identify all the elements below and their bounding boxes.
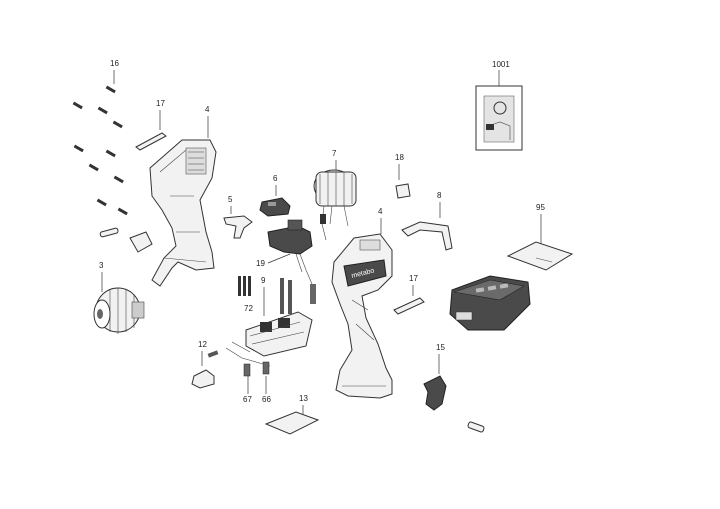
part-13-label: 13 (264, 394, 320, 435)
wire-bracket (225, 341, 271, 367)
callout-15: 15 (436, 343, 445, 352)
part-4-housing-left: 4 (149, 105, 217, 287)
part-19-switch: 19 (256, 219, 316, 304)
callout-3: 3 (99, 261, 104, 270)
part-16-screws: 16 (72, 59, 128, 216)
callout-16: 16 (110, 59, 119, 68)
callout-67: 67 (243, 395, 252, 404)
callout-66: 66 (262, 395, 271, 404)
part-95-cover: 95 (506, 203, 574, 271)
callout-9: 9 (261, 276, 266, 285)
part-72-contacts: 72 (238, 276, 253, 313)
callout-13: 13 (299, 394, 308, 403)
callout-18: 18 (395, 153, 404, 162)
pin-small (99, 227, 119, 238)
callout-4-left: 4 (205, 105, 210, 114)
part-6-slider: 6 (259, 174, 291, 217)
clip-small (129, 231, 153, 253)
part-17-strip-right: 17 (393, 274, 425, 315)
callout-95: 95 (536, 203, 545, 212)
callout-4-right: 4 (378, 207, 383, 216)
part-15-latch: 15 (423, 343, 485, 433)
part-12-clip: 12 (191, 340, 219, 389)
part-8-belt-clip: 8 (401, 191, 453, 251)
callout-12: 12 (198, 340, 207, 349)
callout-1001: 1001 (492, 60, 510, 69)
callout-6: 6 (273, 174, 278, 183)
part-1001-card: 1001 (475, 60, 523, 151)
callout-5: 5 (228, 195, 233, 204)
part-67-spring: 67 (243, 363, 252, 404)
part-17-strip-left: 17 (135, 99, 167, 151)
part-4-housing-right: 4 metabo (331, 207, 393, 399)
callout-72: 72 (244, 304, 253, 313)
part-18-label: 18 (395, 153, 411, 199)
battery-pack (449, 275, 531, 331)
part-9-board: 9 (245, 276, 313, 357)
part-66-spring: 66 (262, 361, 271, 404)
part-5-lever: 5 (223, 195, 253, 239)
callout-17-left: 17 (156, 99, 165, 108)
callout-19: 19 (256, 259, 265, 268)
part-3-gearbox: 3 (93, 261, 145, 334)
callout-8: 8 (437, 191, 442, 200)
callout-17-right: 17 (409, 274, 418, 283)
callout-7: 7 (332, 149, 337, 158)
part-7-motor: 7 (313, 149, 357, 241)
